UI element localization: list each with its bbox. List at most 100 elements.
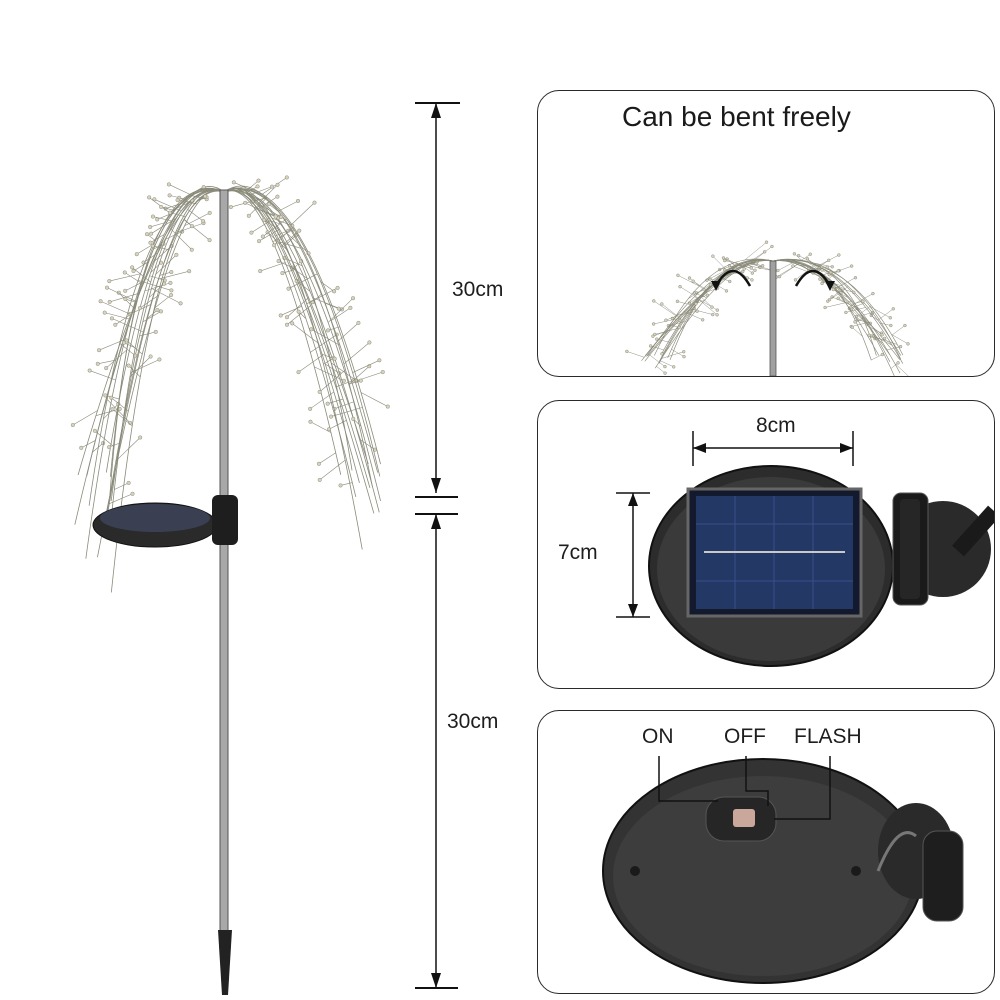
led-bulb [189, 247, 194, 252]
led-bulb [309, 327, 314, 332]
led-bulb [178, 301, 183, 306]
fairy-wire [223, 187, 363, 550]
led-bulb [820, 281, 824, 286]
led-bulb [249, 230, 254, 235]
led-bulb [367, 340, 372, 345]
fairy-wire [223, 188, 375, 514]
led-bulb [275, 194, 280, 199]
led-bulb [167, 210, 172, 215]
led-bulb [203, 194, 208, 199]
led-bulb [157, 357, 162, 362]
led-bulb [763, 250, 767, 254]
led-bulb [278, 313, 283, 318]
stake-pole [219, 189, 229, 951]
led-bulb [682, 350, 686, 354]
led-bulb [175, 198, 180, 203]
firework-wire-cluster [70, 175, 390, 593]
led-bulb [869, 313, 873, 318]
led-bulb [285, 322, 290, 327]
fairy-wire [223, 190, 360, 484]
led-bulb [791, 264, 795, 268]
led-bulb [694, 302, 698, 306]
led-bulb [742, 267, 746, 271]
led-bulb [796, 253, 801, 258]
led-bulb [793, 278, 798, 282]
led-bulb [317, 477, 322, 482]
led-bulb [655, 337, 659, 341]
led-bulb [279, 214, 284, 219]
led-bulb [308, 406, 313, 411]
led-bulb [896, 361, 900, 365]
led-bulb [753, 268, 757, 272]
led-bulb [711, 312, 715, 317]
led-bulb [820, 268, 824, 272]
led-bulb [155, 217, 160, 222]
led-bulb [653, 332, 657, 337]
led-bulb [776, 268, 780, 273]
led-bulb [764, 240, 769, 244]
led-bulb [808, 252, 812, 256]
fairy-wire [223, 185, 379, 473]
led-bulb [126, 363, 131, 368]
led-bulb [148, 224, 153, 229]
switch-off-label: OFF [724, 725, 766, 748]
led-bulb [648, 344, 653, 348]
pole-clamp [212, 495, 238, 545]
led-bulb [715, 313, 719, 317]
led-bulb [137, 306, 142, 311]
led-bulb [823, 305, 827, 310]
fairy-wire [77, 189, 225, 476]
led-bulb [880, 333, 884, 337]
led-bulb [92, 428, 97, 433]
bend-panel: Can be bent freely [537, 90, 995, 377]
fairy-wire [110, 189, 225, 477]
led-bulb [358, 378, 363, 383]
led-bulb [652, 299, 656, 303]
led-bulb [174, 252, 179, 257]
led-bulb [261, 217, 266, 222]
led-bulb [332, 356, 337, 361]
led-bulb [625, 349, 629, 354]
led-bulb [168, 280, 173, 285]
led-bulb [676, 273, 680, 277]
led-bulb [837, 253, 841, 257]
led-bulb [284, 315, 289, 320]
led-bulb [148, 354, 153, 359]
led-bulb [296, 370, 301, 375]
led-bulb [130, 491, 135, 496]
led-bulb [110, 407, 115, 412]
led-bulb [827, 258, 831, 262]
led-bulb [123, 288, 128, 293]
led-bulb [325, 401, 330, 406]
led-bulb [830, 265, 834, 269]
fairy-wire [109, 188, 225, 495]
solar-width-label: 8cm [756, 414, 796, 437]
fairy-wire [659, 259, 774, 362]
led-bulb [327, 427, 332, 432]
bottom-length-label: 30cm [447, 710, 499, 734]
switch-toggle[interactable] [733, 809, 755, 827]
led-bulb [317, 389, 322, 394]
led-bulb [335, 285, 340, 290]
led-bulb [144, 232, 149, 237]
fairy-wire [644, 260, 774, 362]
solar-size-panel: 8cm 7cm [537, 400, 995, 689]
bend-illustration [625, 240, 910, 376]
led-bulb [280, 271, 285, 276]
led-bulb [891, 307, 895, 311]
led-bulb [664, 318, 668, 322]
solar-height-label: 7cm [558, 541, 598, 564]
led-bulb [296, 198, 301, 203]
led-bulb [316, 461, 321, 466]
led-bulb [325, 328, 330, 333]
led-bulb [166, 182, 171, 187]
led-bulb [123, 297, 128, 302]
led-bulb [844, 310, 848, 315]
led-bulb [159, 204, 164, 209]
led-bulb [87, 368, 92, 373]
led-bulb [286, 286, 291, 291]
led-bulb [286, 228, 291, 233]
led-bulb [351, 416, 356, 421]
led-bulb [201, 219, 206, 224]
